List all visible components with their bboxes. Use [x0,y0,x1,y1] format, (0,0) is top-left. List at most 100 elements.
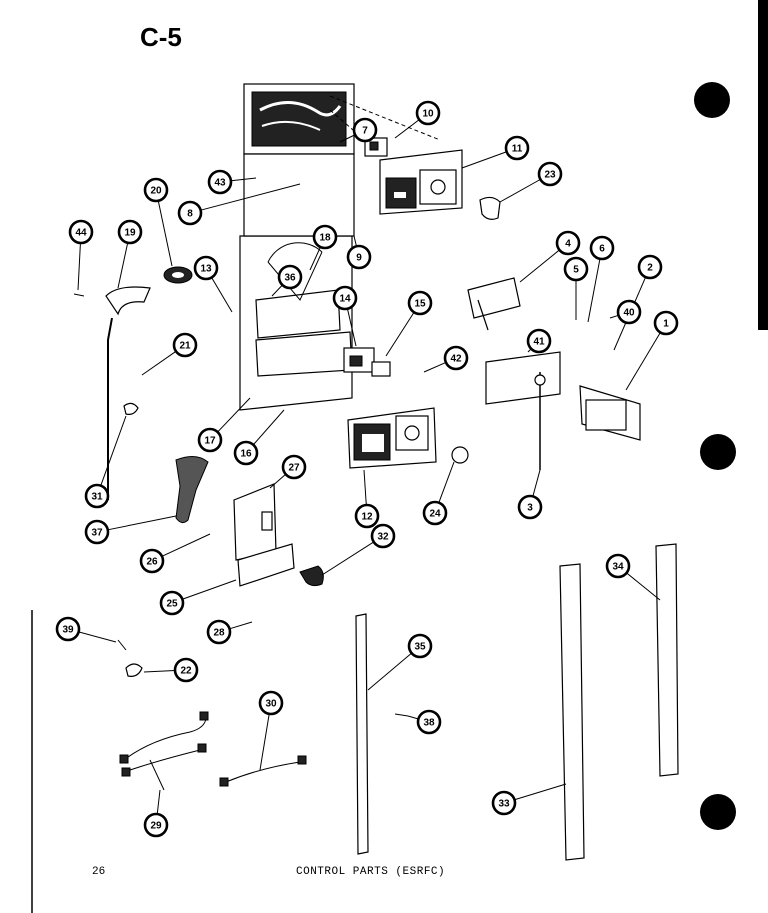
callout-25: 25 [159,579,237,616]
callout-leader-line [259,713,270,771]
callout-43: 43 [207,169,257,195]
callout-41: 41 [526,328,552,354]
callout-leader-line [143,670,176,673]
callout-39: 39 [55,616,117,643]
callout-leader-line [609,314,619,319]
callout-circle [177,200,203,226]
callout-17: 17 [197,397,251,453]
callout-8: 8 [177,183,301,226]
callout-leader-line [339,134,356,143]
callout-circle [504,135,530,161]
callout-leader-line [211,277,233,313]
callout-number: 26 [146,557,158,568]
callout-leader-line [78,631,117,643]
callout-circle [555,230,581,256]
callout-32: 32 [321,523,396,576]
callout-number: 21 [179,341,191,352]
callout-7: 7 [339,117,378,143]
callout-circle [55,616,81,642]
callout-number: 24 [429,509,441,520]
callout-circle [206,619,232,645]
clip-part [125,663,143,677]
callout-circle [159,590,185,616]
callout-circle [415,100,441,126]
callout-16: 16 [233,409,285,466]
callout-circle [637,254,663,280]
callout-number: 40 [623,308,635,319]
callout-number: 32 [377,532,389,543]
key-part [299,565,324,587]
screw-part [394,713,409,717]
callout-number: 37 [91,528,103,539]
callout-circle [312,224,338,250]
callout-leader-line [271,284,283,297]
callout-circle [589,235,615,261]
callout-leader-line [157,200,173,267]
page-title: C-5 [140,22,182,52]
callout-circle [443,345,469,371]
callout-12: 12 [354,469,380,529]
callout-leader-line [141,350,177,376]
callout-number: 35 [414,642,426,653]
callout-number: 7 [362,126,368,137]
callout-1: 1 [625,310,679,391]
callout-circle [193,255,219,281]
callout-5: 5 [563,256,589,320]
callout-leader-line [438,461,455,503]
callout-44: 44 [68,219,94,291]
callout-leader-line [182,579,237,600]
callout-number: 16 [240,449,252,460]
callout-number: 14 [339,294,351,305]
callout-number: 11 [512,144,523,155]
callout-29: 29 [143,789,169,838]
callout-number: 20 [150,186,162,197]
callout-number: 43 [214,178,226,189]
callout-22: 22 [143,657,199,683]
callout-31: 31 [84,415,127,509]
callout-leader-line [532,469,541,497]
callout-number: 18 [319,233,331,244]
control-panel-part [239,83,355,411]
callout-number: 44 [75,228,87,239]
trim-strip-part [355,543,679,861]
callout-11: 11 [461,135,530,169]
callout-leader-line [499,178,541,203]
callout-circle [277,264,303,290]
callout-number: 42 [450,354,462,365]
callout-leader-line [321,541,375,576]
callout-leader-line [519,249,560,283]
callout-leader-line [363,469,367,506]
motor-assembly-part [467,277,641,470]
callout-circle [332,285,358,311]
callout-3: 3 [517,469,543,520]
callout-number: 3 [527,503,533,514]
callout-circle [407,633,433,659]
callout-15: 15 [385,290,433,357]
callout-34: 34 [605,553,661,601]
callout-circle [653,310,679,336]
binder-hole-icon [700,434,736,470]
callout-circle [207,169,233,195]
lever-part [105,286,151,500]
callout-24: 24 [422,461,455,526]
callout-circle [354,503,380,529]
callout-10: 10 [394,100,441,139]
callout-number: 1 [663,319,669,330]
callout-circle [68,219,94,245]
switch-part [364,137,388,157]
callout-number: 4 [565,239,571,250]
callout-19: 19 [117,219,143,289]
callout-number: 28 [213,628,225,639]
page-caption: CONTROL PARTS (ESRFC) [296,866,446,878]
callout-number: 31 [91,492,103,503]
callout-leader-line [625,332,661,391]
callout-leader-line [107,515,177,531]
callout-circle [197,427,223,453]
knob-part [479,196,501,220]
callout-number: 12 [361,512,373,523]
callout-number: 25 [166,599,178,610]
callout-number: 30 [265,699,277,710]
callout-leader-line [394,119,420,139]
callout-circle [605,553,631,579]
